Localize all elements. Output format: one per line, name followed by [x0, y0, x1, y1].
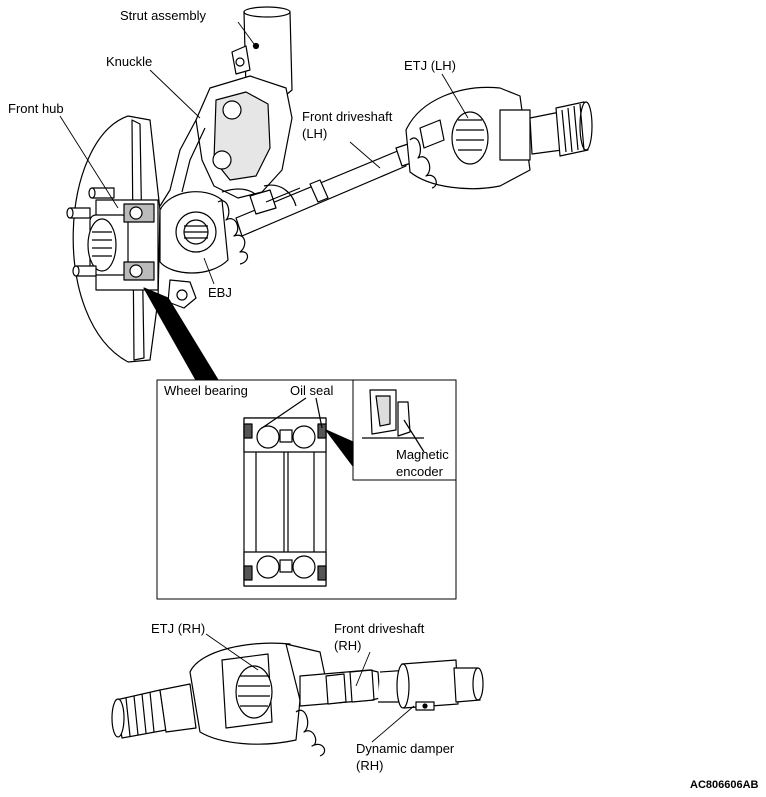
label-front-hub: Front hub	[8, 101, 64, 116]
label-etj-rh: ETJ (RH)	[151, 621, 206, 636]
knuckle-drawing	[159, 75, 293, 309]
label-knuckle: Knuckle	[106, 54, 153, 69]
ebj-drawing	[159, 188, 263, 274]
figure-code: AC806606AB	[690, 779, 759, 791]
label-front-driveshaft-lh-side: (LH)	[302, 126, 328, 141]
dynamic-damper-drawing	[378, 659, 484, 711]
label-ebj: EBJ	[208, 285, 232, 300]
label-front-driveshaft-rh-side: (RH)	[334, 638, 362, 653]
label-strut-assembly: Strut assembly	[120, 8, 206, 23]
label-dynamic-damper: Dynamic damper	[356, 741, 455, 756]
label-oil-seal: Oil seal	[290, 383, 334, 398]
etj-lh-drawing	[405, 86, 593, 190]
label-wheel-bearing: Wheel bearing	[164, 383, 248, 398]
etj-rh-drawing	[111, 642, 381, 757]
front-hub-drawing	[66, 115, 161, 363]
label-front-driveshaft-lh: Front driveshaft	[302, 109, 393, 124]
label-encoder: encoder	[396, 464, 443, 479]
wheel-bearing-detail-box	[156, 379, 457, 600]
leader-lines	[59, 21, 469, 743]
label-etj-lh: ETJ (LH)	[404, 58, 456, 73]
label-front-driveshaft-rh: Front driveshaft	[334, 621, 425, 636]
label-magnetic: Magnetic	[396, 447, 449, 462]
label-dynamic-damper-side: (RH)	[356, 758, 384, 773]
